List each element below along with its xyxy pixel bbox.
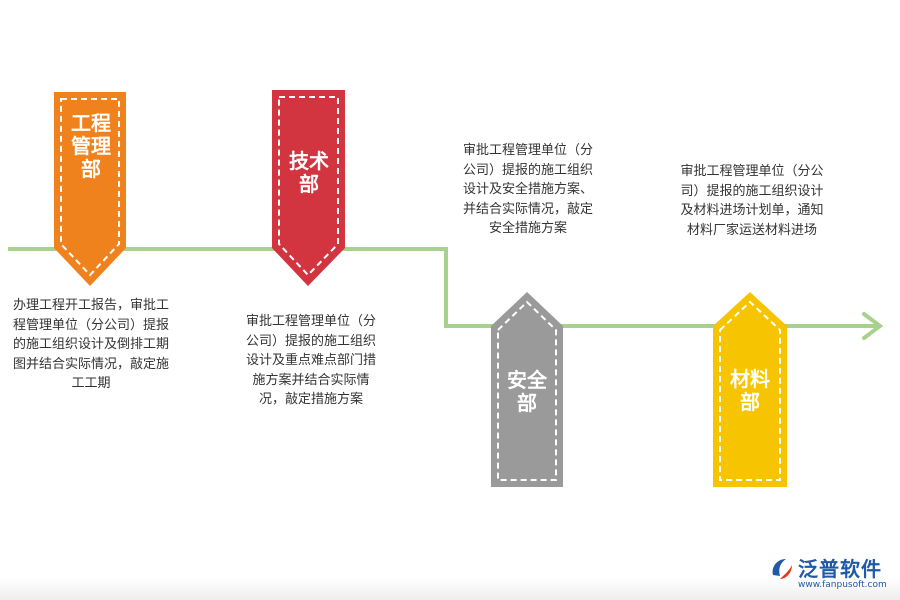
dept-banner-safety-dashed-border: [497, 300, 557, 481]
dept-banner-materials-dashed-border: [719, 300, 781, 481]
dept-banner-technology: [272, 90, 345, 286]
dept-label-materials: 材料部: [730, 367, 770, 414]
dept-label-safety: 安全部: [507, 368, 547, 415]
description-engineering: 办理工程开工报告，审批工程管理单位（分公司）提报的施工组织设计及倒排工期图并结合…: [12, 298, 169, 391]
description-materials: 审批工程管理单位（分公司）提报的施工组织设计及材料进场计划单，通知材料厂家运送材…: [680, 164, 824, 238]
brand-url: www.fanpusoft.com: [798, 580, 887, 590]
timeline-arrowhead: [862, 312, 884, 340]
dept-banner-materials: [713, 292, 787, 487]
description-technology: 审批工程管理单位（分公司）提报的施工组织设计及重点难点部门措施方案并结合实际情况…: [246, 314, 377, 407]
brand-logo: 泛普软件 www.fanpusoft.com: [768, 553, 888, 597]
fanpu-logo-icon: [772, 559, 792, 579]
dept-banner-safety: [491, 292, 563, 487]
description-safety: 审批工程管理单位（分公司）提报的施工组织设计及安全措施方案、并结合实际情况，敲定…: [463, 143, 594, 236]
footer-bar: [0, 578, 900, 600]
brand-name: 泛普软件: [798, 557, 882, 581]
dept-banner-engineering-dashed-border: [60, 98, 120, 277]
timeline-line: [8, 247, 878, 328]
dept-label-technology: 技术部: [289, 149, 329, 196]
dept-label-engineering: 工程管理部: [71, 111, 111, 181]
dept-banner-engineering: [54, 92, 126, 286]
